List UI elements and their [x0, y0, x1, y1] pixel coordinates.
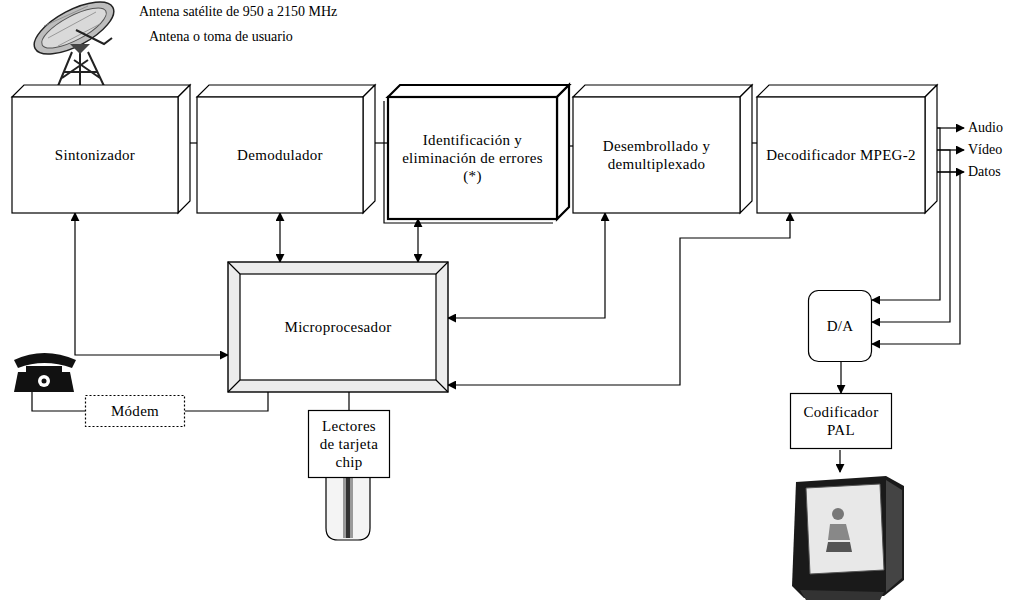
connector — [417, 219, 418, 262]
node-label: Sintonizador — [55, 146, 135, 164]
node-label: Desembrollado y demultiplexado — [581, 137, 732, 173]
television — [826, 542, 852, 552]
node-text-group: Módem — [111, 402, 159, 420]
television — [832, 508, 844, 520]
box-outline — [388, 97, 557, 219]
node-text-group: Lectores de tarjeta chip — [313, 417, 385, 471]
satellite-antenna — [76, 30, 112, 44]
box-outline — [388, 85, 569, 97]
television — [800, 590, 884, 600]
telephone-icon — [42, 379, 47, 384]
box-outline — [228, 262, 448, 392]
box-outline — [790, 393, 892, 449]
telephone-icon — [14, 353, 76, 368]
modem-box: Módem — [85, 395, 185, 427]
dac-box: D/A — [808, 290, 872, 362]
box-outline — [12, 97, 178, 213]
connector — [279, 213, 280, 262]
antenna-label: Antena satélite de 950 a 2150 MHz — [138, 4, 338, 20]
antenna-label: Antena o toma de usuario — [148, 29, 294, 45]
microprocessor-box: Microprocesador — [228, 262, 448, 392]
television — [806, 484, 884, 574]
satellite-antenna — [27, 0, 122, 65]
card-slot — [326, 478, 370, 540]
box-outline — [197, 97, 363, 213]
card-slot — [343, 478, 353, 538]
connector — [375, 142, 388, 143]
box-outline — [12, 85, 190, 97]
connector — [190, 142, 197, 143]
satellite-antenna — [44, 6, 100, 46]
box-outline — [240, 274, 436, 380]
card-reader-box: Lectores de tarjeta chip — [308, 410, 390, 478]
television — [792, 476, 904, 600]
box-outline — [573, 97, 740, 213]
connector — [348, 392, 349, 410]
node-text-group: Identificación y eliminación de errores … — [396, 131, 549, 185]
node-label: Módem — [111, 402, 159, 420]
connector — [75, 213, 228, 355]
node-label: Codificador PAL — [795, 403, 887, 439]
output-label: Audio — [967, 120, 1004, 136]
node-label: Demodulador — [237, 146, 323, 164]
tv-arrow — [840, 450, 841, 472]
connector — [448, 213, 605, 318]
connector — [448, 213, 790, 385]
telephone-icon — [26, 366, 62, 373]
box-outline — [197, 85, 375, 97]
node-label: Decodificador MPEG-2 — [766, 146, 916, 164]
node-text-group: Codificador PAL — [795, 403, 887, 439]
node-text-group: Sintonizador — [55, 146, 135, 164]
node-label: Identificación y eliminación de errores … — [396, 131, 549, 185]
television — [886, 480, 902, 592]
node-label: Microprocesador — [285, 318, 392, 336]
box-outline — [363, 85, 375, 213]
decoder-box: Decodificador MPEG-2 — [757, 97, 925, 213]
satellite-antenna — [27, 0, 122, 86]
demux-box: Desembrollado y demultiplexado — [573, 97, 740, 213]
node-text-group: Desembrollado y demultiplexado — [581, 137, 732, 173]
television — [792, 476, 904, 598]
connector — [752, 142, 757, 143]
box-outline — [791, 394, 892, 449]
error-correction-box: Identificación y eliminación de errores … — [388, 97, 557, 219]
output-label: Datos — [967, 164, 1002, 180]
satellite-antenna — [37, 1, 112, 56]
television — [828, 524, 850, 540]
telephone-icon — [14, 353, 85, 411]
box-outline — [757, 97, 925, 213]
box-outline — [228, 262, 448, 392]
node-text-group: Microprocesador — [285, 318, 392, 336]
node-text-group: D/A — [827, 317, 854, 335]
box-outline — [557, 85, 569, 219]
telephone-icon — [14, 372, 74, 392]
box-outline — [573, 85, 752, 97]
telephone-icon — [38, 375, 50, 387]
satellite-antenna — [58, 52, 104, 86]
tv-arrow — [839, 450, 840, 472]
demodulator-box: Demodulador — [197, 97, 363, 213]
satellite-antenna — [70, 44, 90, 54]
box-outline — [86, 396, 185, 427]
card-slot — [326, 478, 370, 540]
box-outline — [925, 85, 937, 213]
box-outline — [809, 291, 872, 362]
pal-encoder-box: Codificador PAL — [790, 393, 892, 449]
output-label: Vídeo — [967, 142, 1003, 158]
node-label: Lectores de tarjeta chip — [313, 417, 385, 471]
card-slot — [346, 478, 350, 538]
box-outline — [178, 85, 190, 213]
connector — [185, 392, 268, 411]
box-outline — [757, 85, 937, 97]
node-label: D/A — [827, 317, 854, 335]
box-outline — [309, 411, 390, 478]
node-text-group: Demodulador — [237, 146, 323, 164]
box-outline — [740, 85, 752, 213]
tuner-box: Sintonizador — [12, 97, 178, 213]
telephone-icon — [32, 392, 85, 411]
connector — [840, 362, 841, 393]
node-text-group: Decodificador MPEG-2 — [766, 146, 916, 164]
